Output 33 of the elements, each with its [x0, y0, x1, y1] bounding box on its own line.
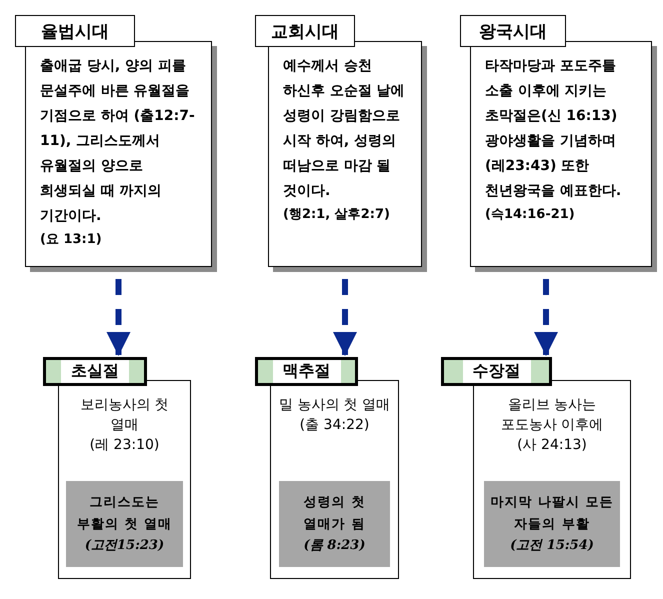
scripture-reference: (레 23:10): [88, 436, 160, 455]
period-card: [473, 380, 631, 579]
heading-tab: 교회시대: [255, 15, 355, 47]
scripture-reference: (요 13:1): [40, 231, 103, 249]
scripture-reference: (롬 8:23): [304, 537, 366, 555]
heading-tab: 왕국시대: [460, 15, 566, 47]
period-card: [270, 380, 399, 579]
card-text: 밀 농사의 첫 열매: [278, 396, 392, 415]
heading-tab: 맥추절: [255, 357, 358, 386]
card-text: 타작마당과 포도주틀 소출 이후에 지키는 초막절은(신 16:13) 광야생활을 기념하며(레23:43) 또한 천년왕국을 예표한다.: [485, 57, 622, 201]
scripture-reference: (사 24:13): [516, 436, 588, 455]
scripture-reference: (고전15:23): [84, 537, 164, 555]
arrow: [333, 279, 357, 356]
panel-text: 마지막 나팔시 모든 자들의 부활: [489, 494, 615, 534]
arrow: [534, 279, 558, 356]
highlight-panel: [484, 481, 620, 567]
scripture-reference: (슥14:16-21): [485, 206, 576, 224]
panel-text: 성령의 첫 열매가 됨: [302, 494, 366, 534]
highlight-panel: [66, 481, 183, 567]
heading-tab: 초실절: [43, 357, 147, 386]
card-text: 예수께서 승천 하신후 오순절 날에 성령이 강림함으로 시작 하여, 성령의 떠남으로 마감 될 것이다.: [283, 57, 406, 201]
scripture-reference: (행2:1, 살후2:7): [283, 206, 391, 224]
heading-tab: 수장절: [441, 357, 552, 386]
highlight-panel: [279, 481, 390, 567]
arrow: [106, 279, 130, 356]
card-text: 출애굽 당시, 양의 피를 문설주에 바른 유월절을 기점으로 하여 (출12:7-11), 그리스도께서 유월절의 양으로 희생되실 때 까지의 기간이다.: [40, 57, 196, 226]
scripture-reference: (출 34:22): [298, 416, 370, 435]
scripture-reference: (고전 15:54): [510, 537, 594, 555]
panel-text: 그리스도는 부활의 첫 열매: [76, 494, 174, 534]
period-card: [58, 380, 191, 579]
card-text: 올리브 농사는 포도농사 이후에: [500, 396, 604, 435]
card-text: 보리농사의 첫 열매: [79, 396, 170, 435]
heading-tab: 율법시대: [15, 15, 135, 47]
